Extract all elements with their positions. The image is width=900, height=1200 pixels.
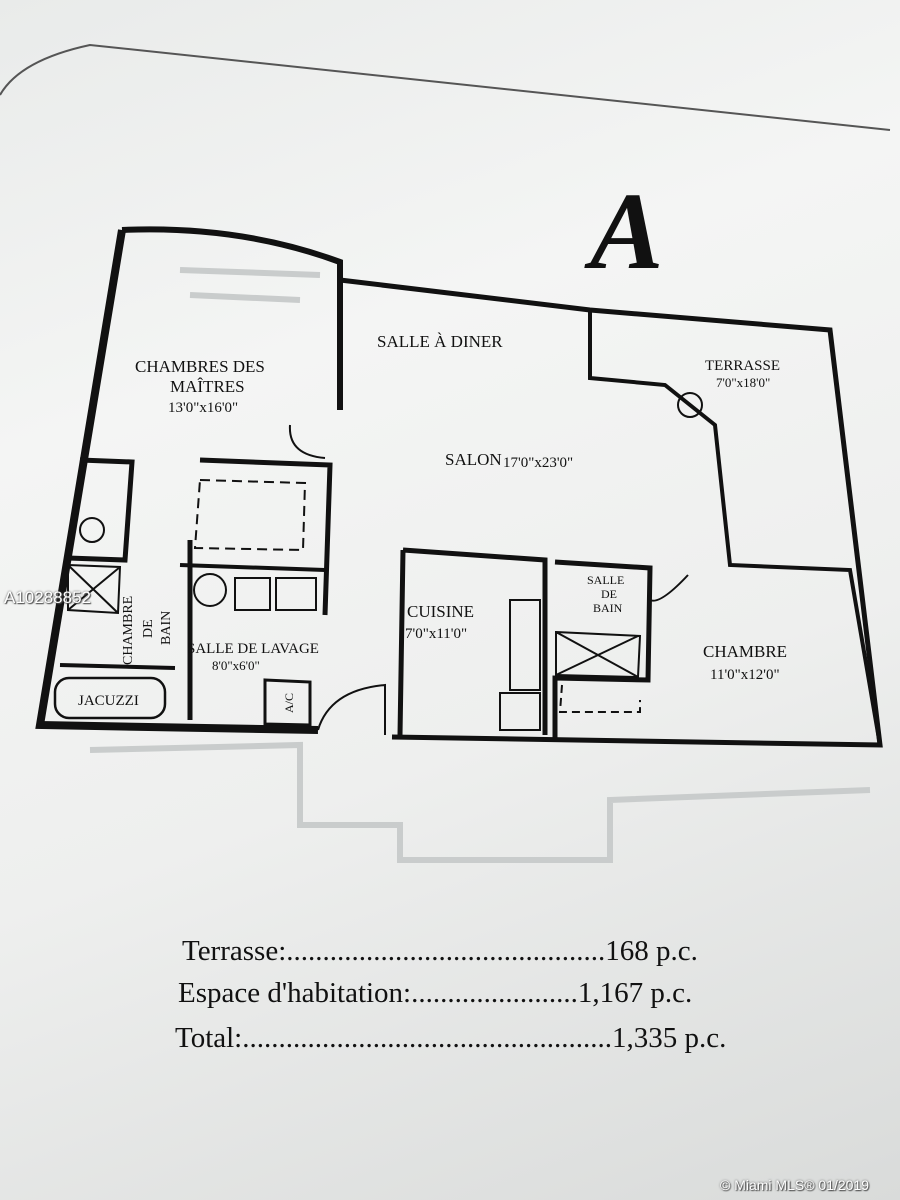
bathroom-label-2: DE [601, 587, 617, 601]
area-label: Terrasse: [182, 935, 287, 967]
master-bath-label-3: BAIN [159, 611, 174, 645]
leader-dots: ....................... [411, 977, 578, 1009]
area-value: 1,335 p.c. [611, 1022, 727, 1054]
copyright-watermark: © Miami MLS® 01/2019 [720, 1177, 870, 1193]
laundry-label: SALLE DE LAVAGE [187, 641, 319, 657]
leader-dots: ........................................… [242, 1022, 612, 1054]
unit-letter: A [584, 170, 663, 292]
master-bath-label: CHAMBRE [121, 596, 136, 665]
bathroom-label-3: BAIN [593, 601, 623, 615]
area-value: 1,167 p.c. [577, 977, 693, 1009]
area-row-total: Total:..................................… [175, 1022, 726, 1055]
jacuzzi-label: JACUZZI [78, 693, 139, 709]
laundry-size: 8'0"x6'0" [212, 658, 260, 673]
living-label: SALON [445, 450, 502, 469]
bleed-through-ghost [89, 267, 871, 863]
kitchen-label: CUISINE [407, 602, 474, 621]
master-bedroom-label-2: MAÎTRES [170, 377, 245, 396]
bedroom-label: CHAMBRE [703, 642, 787, 661]
area-row-terrace: Terrasse:...............................… [182, 935, 698, 968]
master-bedroom-label: CHAMBRES DES [135, 357, 265, 376]
master-bedroom-size: 13'0"x16'0" [168, 400, 238, 416]
area-row-living: Espace d'habitation:....................… [178, 977, 692, 1010]
page-border [0, 43, 891, 131]
ac-label: A/C [282, 693, 296, 713]
living-size: 17'0"x23'0" [503, 455, 573, 471]
terrace-size: 7'0"x18'0" [716, 375, 770, 390]
area-label: Espace d'habitation: [178, 977, 412, 1009]
master-bath-label-2: DE [141, 619, 156, 638]
terrace-label: TERRASSE [705, 358, 780, 374]
walls [35, 226, 883, 748]
dining-label: SALLE À DINER [377, 332, 503, 351]
bedroom-size: 11'0"x12'0" [710, 667, 780, 683]
leader-dots: ........................................… [286, 935, 606, 967]
listing-id-watermark: A10288852 [4, 588, 91, 607]
area-value: 168 p.c. [605, 935, 698, 967]
area-label: Total: [175, 1022, 243, 1054]
bathroom-label: SALLE [587, 573, 624, 587]
kitchen-size: 7'0"x11'0" [405, 626, 467, 642]
